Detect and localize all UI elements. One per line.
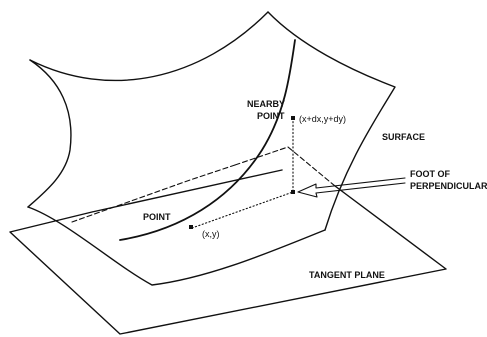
- surface-left-edge: [27, 59, 72, 208]
- tangent-plane-hidden-right: [234, 146, 336, 187]
- surface-bottom-edge: [27, 206, 326, 286]
- surface-top-edge: [29, 11, 269, 82]
- foot-point-marker: [291, 190, 295, 194]
- nearby-point-coordinates: (x+dx,y+dy): [299, 114, 346, 124]
- point-coordinates: (x,y): [202, 229, 220, 239]
- foot-of-perpendicular-label-line2: PERPENDICULAR: [410, 181, 487, 191]
- surface-right-edge: [267, 11, 396, 231]
- tangent-plane-label: TANGENT PLANE: [309, 270, 385, 280]
- point-marker: [189, 225, 193, 229]
- nearby-point-label-line2: POINT: [257, 111, 285, 121]
- tangent-plane-outline: [9, 169, 447, 335]
- foot-arrow: [297, 177, 406, 198]
- tangent-plane-hidden-left: [71, 164, 236, 223]
- point-label: POINT: [143, 212, 171, 222]
- surface-label: SURFACE: [382, 132, 425, 142]
- nearby-point-marker: [291, 116, 295, 120]
- foot-of-perpendicular-label-line1: FOOT OF: [410, 169, 450, 179]
- nearby-point-label-line1: NEARBY: [247, 99, 285, 109]
- surface-curve: [119, 39, 296, 241]
- point-to-foot-line: [191, 191, 294, 229]
